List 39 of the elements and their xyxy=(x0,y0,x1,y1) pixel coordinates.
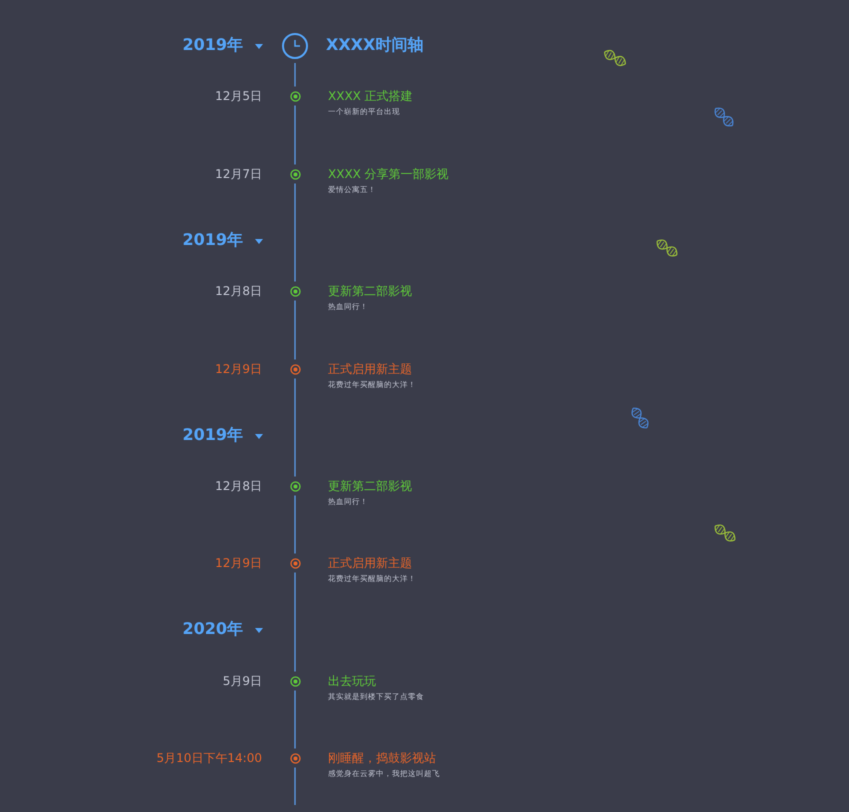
date-label: 12月8日 xyxy=(215,478,262,495)
year-heading: 2019年 xyxy=(182,35,243,56)
event-title: 出去玩玩 xyxy=(328,673,376,690)
event-title: 刚睡醒，捣鼓影视站 xyxy=(328,750,436,767)
timeline-line xyxy=(294,572,296,672)
timeline-dot xyxy=(288,168,302,180)
timeline-dot xyxy=(288,556,302,570)
event-title: 正式启用新主题 xyxy=(328,555,412,572)
date-label: 5月10日下午14:00 xyxy=(156,750,262,767)
timeline-line xyxy=(294,496,296,554)
timeline-line xyxy=(294,300,296,360)
timeline-line xyxy=(294,690,296,748)
timeline-dot xyxy=(288,674,302,688)
year-heading: 2019年 xyxy=(182,230,243,251)
year-heading: 2020年 xyxy=(182,619,243,640)
event-title: XXXX 正式搭建 xyxy=(328,88,413,105)
date-label: 12月5日 xyxy=(215,88,262,105)
timeline-line xyxy=(294,378,296,476)
timeline-dot xyxy=(288,362,302,376)
event-title: 更新第二部影视 xyxy=(328,283,412,300)
clock-icon xyxy=(281,32,309,60)
timeline-line xyxy=(294,184,296,282)
timeline-dot xyxy=(288,752,302,764)
date-label: 12月7日 xyxy=(215,166,262,183)
date-label: 12月9日 xyxy=(215,361,262,378)
timeline-line xyxy=(294,106,296,164)
timeline-title: XXXX时间轴 xyxy=(326,35,424,56)
event-title: XXXX 分享第一部影视 xyxy=(328,166,449,183)
timeline-line xyxy=(294,768,296,805)
date-label: 5月9日 xyxy=(222,673,262,690)
timeline-dot xyxy=(288,480,302,492)
timeline-dot xyxy=(288,284,302,298)
event-title: 更新第二部影视 xyxy=(328,478,412,495)
timeline-line xyxy=(294,63,296,86)
year-heading: 2019年 xyxy=(182,425,243,446)
date-label: 12月8日 xyxy=(215,283,262,300)
timeline-dot xyxy=(288,90,302,102)
event-title: 正式启用新主题 xyxy=(328,361,412,378)
date-label: 12月9日 xyxy=(215,555,262,572)
